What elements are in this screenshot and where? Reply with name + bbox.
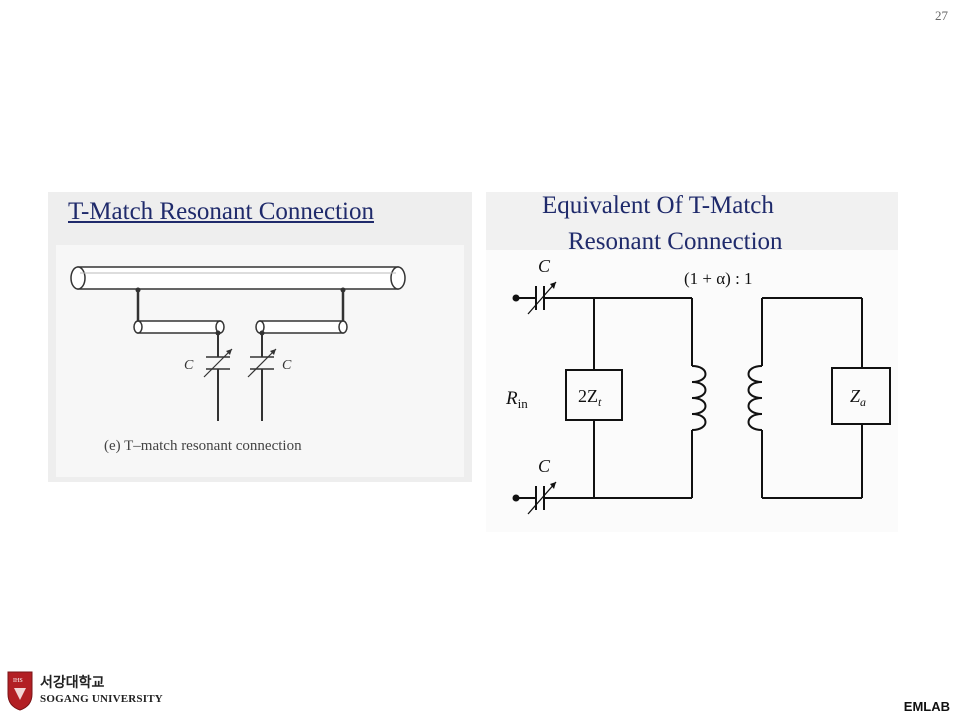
equivalent-circuit-panel: Equivalent Of T-Match Resonant Connectio… bbox=[486, 192, 898, 532]
secondary-wiring bbox=[761, 297, 863, 499]
secondary-coil-icon bbox=[747, 365, 763, 431]
lab-name: EMLAB bbox=[903, 699, 950, 714]
tmatch-figure-panel: T-Match Resonant Connection bbox=[48, 192, 472, 482]
dipole-tube bbox=[70, 266, 406, 290]
figure-caption: (e) T–match resonant connection bbox=[104, 438, 302, 454]
input-terminals bbox=[512, 294, 536, 502]
cap-label-right: C bbox=[282, 358, 292, 373]
turns-ratio-label: (1 + α) : 1 bbox=[684, 269, 753, 288]
tmatch-title: T-Match Resonant Connection bbox=[68, 198, 374, 225]
cap-top-label: C bbox=[538, 256, 551, 276]
cap-label-left: C bbox=[184, 358, 194, 373]
feed-lines bbox=[215, 330, 265, 421]
impedance-za-box bbox=[831, 367, 891, 425]
logo-korean-text: 서강대학교 bbox=[40, 675, 105, 691]
slide-number: 27 bbox=[935, 8, 948, 23]
rin-label: Rin bbox=[505, 388, 528, 411]
variable-capacitor-left-icon bbox=[203, 348, 233, 378]
za-label: Za bbox=[850, 386, 866, 409]
cap-bottom-label: C bbox=[538, 456, 551, 476]
circuit-drawing: C C 2Zt (1 + α) : 1 bbox=[505, 256, 891, 515]
tmatch-diagram: C C (e) T–match resonant connection bbox=[56, 245, 464, 477]
primary-coil-icon bbox=[691, 365, 707, 431]
equivalent-circuit-diagram: C C 2Zt (1 + α) : 1 bbox=[486, 250, 898, 532]
tmatch-drawing: C C (e) T–match resonant connection bbox=[70, 266, 406, 454]
zt-label: 2Zt bbox=[578, 386, 602, 409]
variable-capacitor-right-icon bbox=[247, 348, 277, 378]
university-seal-icon: IHS bbox=[7, 671, 33, 711]
seal-text: IHS bbox=[13, 678, 23, 684]
t-arm-tubes bbox=[133, 320, 348, 334]
logo-english-text: SOGANG UNIVERSITY bbox=[40, 693, 163, 705]
shorting-straps bbox=[135, 287, 346, 321]
primary-wiring bbox=[544, 297, 693, 499]
equivalent-title-line1: Equivalent Of T-Match bbox=[542, 192, 774, 219]
impedance-2zt-box bbox=[565, 369, 623, 421]
